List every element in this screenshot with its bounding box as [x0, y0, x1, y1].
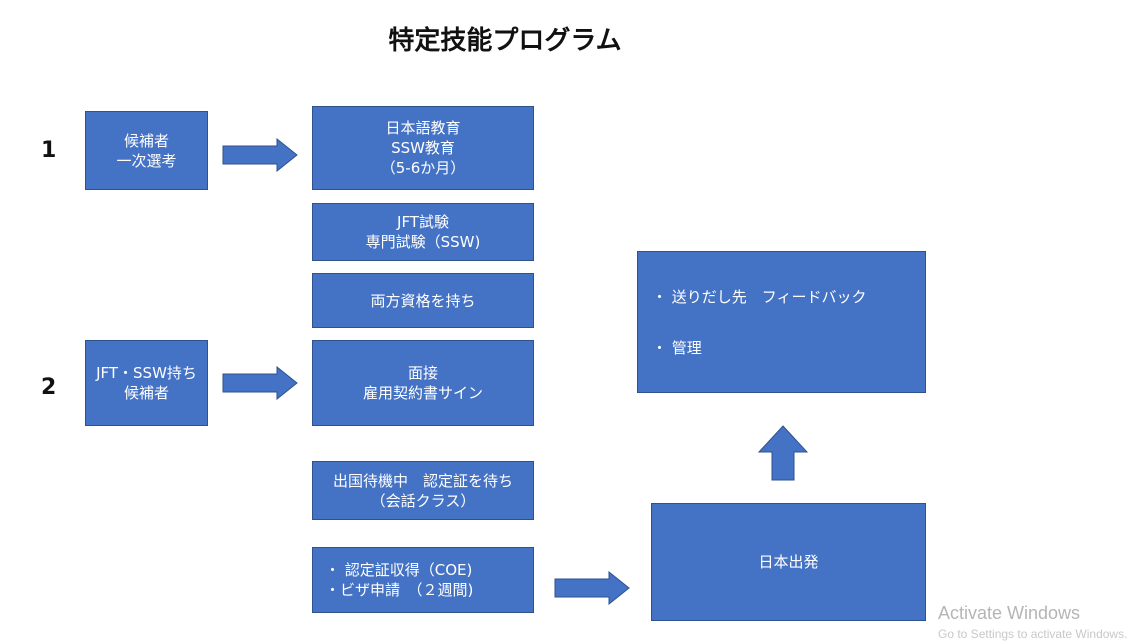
- candidate-selection-box: 候補者 一次選考: [85, 111, 208, 190]
- qualification-line-1: 両方資格を持ち: [370, 291, 476, 310]
- waiting-line-1: 出国待機中 認定証を待ち: [332, 471, 513, 490]
- feedback-line-1: ・ 送りだし先 フィードバック: [652, 287, 867, 306]
- education-line-3: （5-6か月）: [380, 159, 466, 177]
- jft-candidate-box: JFT・SSW持ち 候補者: [85, 340, 208, 426]
- candidate-selection-line-2: 一次選考: [116, 151, 177, 170]
- coe-line-1: ・ 認定証収得（COE): [325, 561, 473, 579]
- exams-box: JFT試験 専門試験（SSW): [312, 203, 534, 261]
- interview-line-2: 雇用契約書サイン: [362, 384, 483, 402]
- interview-line-1: 面接: [407, 364, 438, 382]
- activate-windows-subtitle: Go to Settings to activate Windows.: [938, 627, 1128, 641]
- candidate-selection-line-1: 候補者: [123, 131, 169, 150]
- feedback-line-2: ・ 管理: [652, 338, 702, 357]
- right-arrow-icon: [222, 366, 298, 400]
- qualification-box: 両方資格を持ち: [312, 273, 534, 328]
- coe-box: ・ 認定証収得（COE) ・ビザ申請 （２週間): [312, 547, 534, 613]
- row-number-2: 2: [41, 375, 57, 400]
- departure-line-1: 日本出発: [758, 553, 819, 571]
- up-arrow-icon: [758, 425, 808, 481]
- waiting-line-2: （会話クラス）: [370, 491, 476, 510]
- exams-line-2: 専門試験（SSW): [365, 233, 481, 251]
- activate-windows-watermark: Activate Windows: [938, 603, 1081, 623]
- exams-line-1: JFT試験: [397, 213, 449, 231]
- feedback-box: ・ 送りだし先 フィードバック ・ 管理: [637, 251, 926, 393]
- right-arrow-icon: [554, 571, 630, 605]
- jft-candidate-line-1: JFT・SSW持ち: [96, 364, 197, 382]
- diagram-title: 特定技能プログラム: [388, 26, 622, 56]
- waiting-box: 出国待機中 認定証を待ち （会話クラス）: [312, 461, 534, 520]
- departure-box: 日本出発: [651, 503, 926, 621]
- jft-candidate-line-2: 候補者: [123, 384, 169, 402]
- right-arrow-icon: [222, 138, 298, 172]
- coe-line-2: ・ビザ申請 （２週間): [325, 581, 474, 599]
- education-box: 日本語教育 SSW教育 （5-6か月）: [312, 106, 534, 190]
- interview-box: 面接 雇用契約書サイン: [312, 340, 534, 426]
- education-line-2: SSW教育: [391, 139, 455, 157]
- education-line-1: 日本語教育: [385, 119, 461, 137]
- row-number-1: 1: [41, 138, 57, 163]
